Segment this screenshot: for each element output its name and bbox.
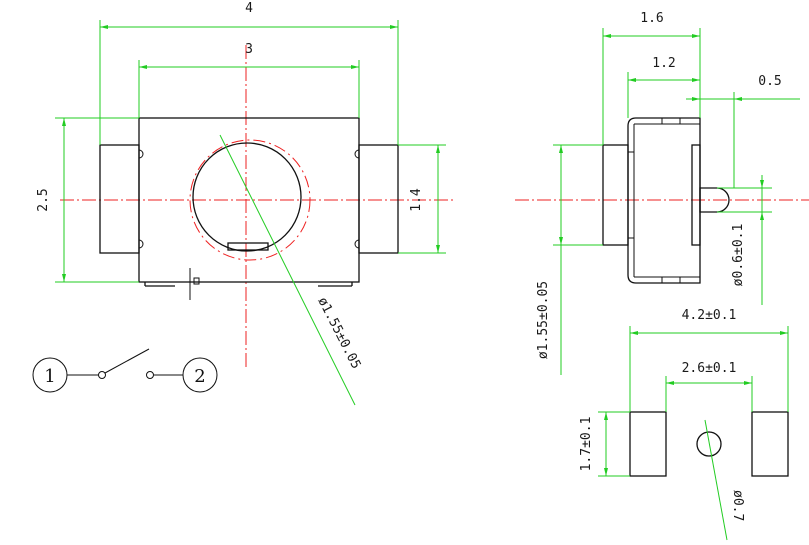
left-terminal-pad: [99, 144, 140, 254]
dim-side-button-diameter: ø1.55±0.05: [536, 281, 551, 359]
dim-footprint-gap: 2.6±0.1: [682, 361, 737, 376]
contact-node-right: [146, 371, 154, 379]
right-notch-bottom: [354, 239, 360, 249]
dim-actuator-diameter: ø0.6±0.1: [731, 224, 746, 287]
dim-actuator-length: 0.5: [758, 74, 781, 89]
terminal-2-label: 2: [194, 366, 205, 387]
dim-height: 2.5: [36, 188, 51, 211]
switch-schematic: 1 2: [32, 348, 218, 393]
actuator-outer-circle: [189, 139, 311, 261]
front-view: 4 3 2.5 1.4 ø1.55±0.05: [36, 1, 455, 406]
left-notch-top: [138, 149, 144, 159]
contact-node-left: [98, 371, 106, 379]
dim-width-outer: 4: [245, 1, 253, 16]
footprint-hole: [696, 431, 722, 457]
left-notch-bottom: [138, 239, 144, 249]
right-terminal-pad: [358, 144, 399, 254]
side-body-outline: [627, 117, 701, 284]
side-actuator-housing: [691, 144, 701, 246]
dim-front-button-diameter: ø1.55±0.05: [314, 295, 363, 372]
dim-footprint-pad-height: 1.7±0.1: [579, 417, 594, 472]
pcb-footprint: 4.2±0.1 2.6±0.1 1.7±0.1 ø0.7: [579, 308, 789, 541]
terminal-1-label: 1: [44, 366, 55, 387]
dim-depth-total: 1.6: [640, 11, 663, 26]
actuator-base: [227, 242, 269, 251]
terminal-2-circle: [182, 357, 218, 393]
footprint-pad-right: [751, 411, 789, 477]
dim-depth-body: 1.2: [652, 56, 675, 71]
dim-pad-height: 1.4: [409, 188, 424, 212]
right-notch-top: [354, 149, 360, 159]
footprint-pad-left: [629, 411, 667, 477]
hole-leader-line: [704, 419, 728, 541]
actuator-button-circle: [192, 142, 302, 252]
side-view: 1.6 1.2 0.5 ø1.55±0.05 ø0.6±0.1: [515, 11, 809, 375]
dim-footprint-span: 4.2±0.1: [682, 308, 737, 323]
diameter-leader-line: [219, 134, 356, 406]
switch-lever: [104, 348, 150, 374]
side-terminal-pad: [602, 144, 629, 246]
dim-width-inner: 3: [245, 42, 253, 57]
dim-footprint-hole: ø0.7: [730, 490, 745, 521]
